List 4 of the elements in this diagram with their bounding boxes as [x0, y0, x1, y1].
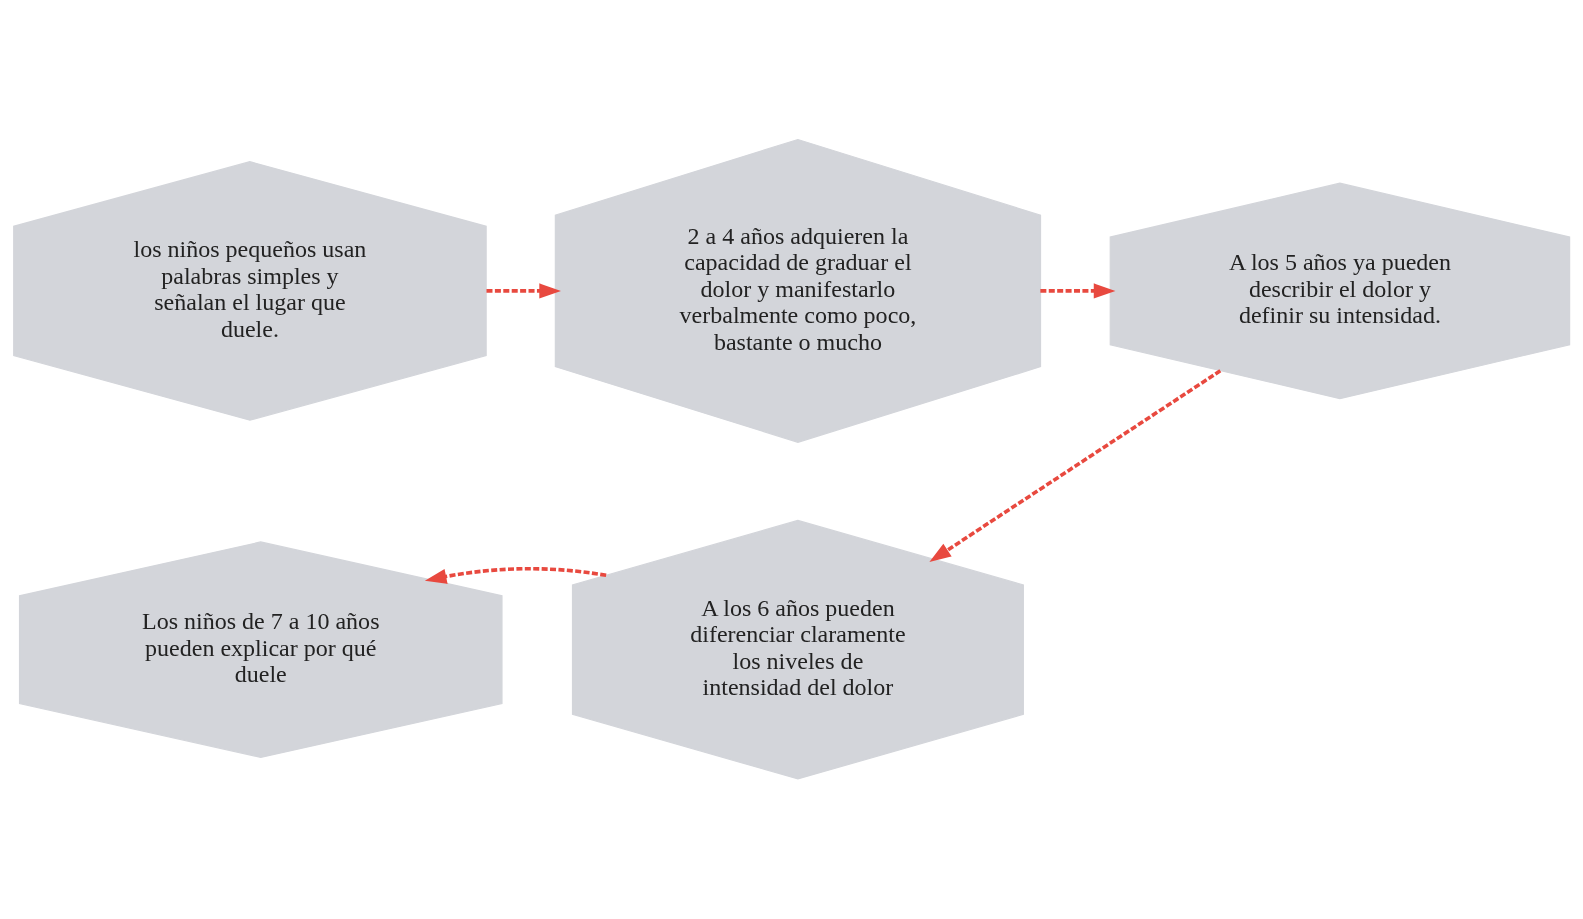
- arrow: [486, 283, 561, 299]
- arrow: [1040, 283, 1116, 299]
- arrow: [424, 566, 607, 584]
- arrow: [929, 369, 1222, 563]
